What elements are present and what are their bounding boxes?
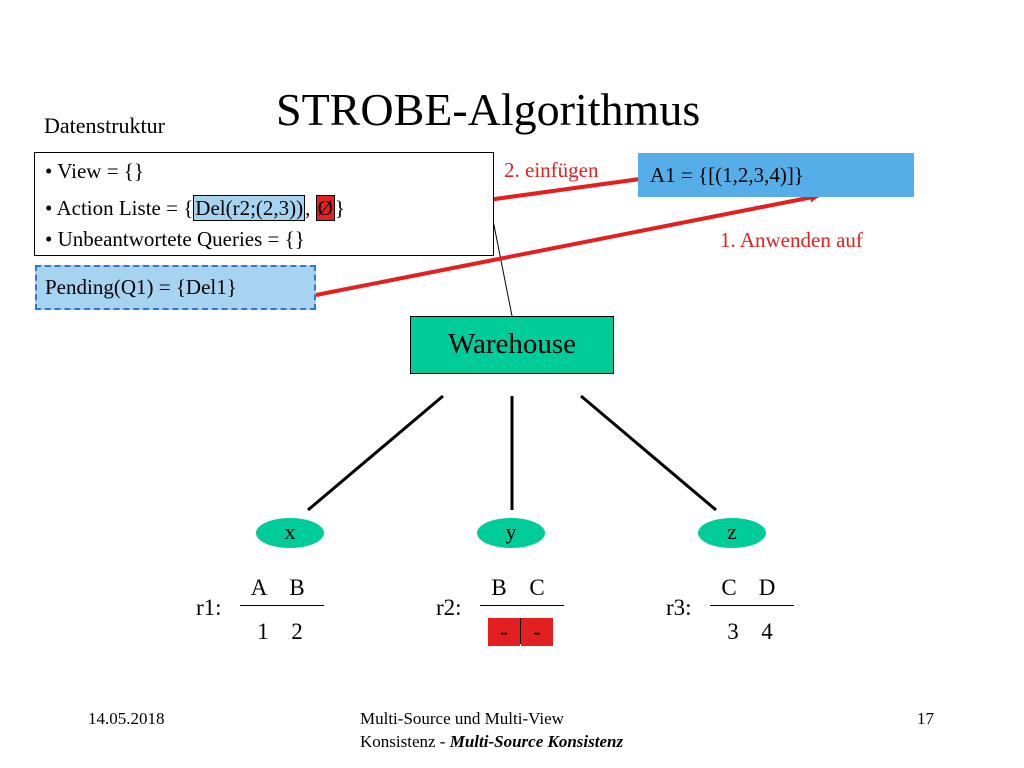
relation-r2-header-b: B — [491, 575, 507, 600]
action-list-line: • Action Liste = {Del(r2;(2,3)), Ø} — [45, 195, 345, 221]
relation-r3-rule — [710, 605, 794, 606]
bullet-icon: • — [45, 159, 53, 183]
unanswered-queries-line: • Unbeantwortete Queries = {} — [45, 226, 305, 252]
source-node-y: y — [477, 518, 545, 548]
footer-title-line1: Multi-Source und Multi-View — [360, 709, 564, 728]
view-line: • View = {} — [45, 158, 144, 184]
step1-label: 1. Anwenden auf — [720, 228, 863, 252]
pending-box: Pending(Q1) = {Del1} — [35, 265, 316, 310]
relation-r2-value-b: - — [488, 618, 520, 646]
relation-r3-header-c: C — [721, 575, 737, 600]
footer-title-line2: Konsistenz - Multi-Source Konsistenz — [360, 731, 623, 753]
unanswered-text: Unbeantwortete Queries = {} — [57, 227, 305, 251]
footer-page-number: 17 — [917, 709, 934, 728]
relation-r1-header-a: A — [250, 575, 268, 600]
relation-r3-value-d: 4 — [761, 619, 773, 644]
warehouse-node: Warehouse — [410, 316, 614, 374]
relation-r2-header-c: C — [529, 575, 545, 600]
footer-date: 14.05.2018 — [88, 709, 165, 728]
relation-r1-rule — [240, 605, 324, 606]
datenstruktur-label: Datenstruktur — [44, 113, 165, 138]
source-node-x: x — [256, 518, 324, 548]
relation-r3-name: r3: — [666, 595, 692, 620]
relation-r2-name: r2: — [436, 595, 462, 620]
edge-warehouse-x — [307, 394, 444, 512]
relation-r1-name: r1: — [196, 595, 222, 620]
bullet-icon: • — [45, 227, 53, 251]
relation-r1-value-b: 2 — [291, 619, 303, 644]
action-del-highlight: Del(r2;(2,3)) — [193, 195, 306, 221]
source-node-z: z — [698, 518, 766, 548]
data-structure-box: • View = {} • Action Liste = {Del(r2;(2,… — [34, 152, 494, 256]
arrow-anwenden — [315, 192, 820, 297]
action-suffix: } — [334, 196, 345, 220]
bullet-icon: • — [45, 196, 53, 220]
view-text: View = {} — [57, 159, 144, 183]
relation-r3-value-c: 3 — [727, 619, 739, 644]
page-title: STROBE-Algorithmus — [276, 84, 701, 135]
relation-r3-header-d: D — [758, 575, 776, 600]
a1-box: A1 = {[(1,2,3,4)]} — [638, 153, 914, 197]
relation-r2-cell-separator — [520, 618, 521, 644]
action-comma: , — [305, 196, 316, 220]
relation-r2-rule — [480, 605, 564, 606]
relation-r1-value-a: 1 — [257, 619, 269, 644]
action-empty-highlight: Ø — [315, 195, 335, 221]
footer-title-bold: Multi-Source Konsistenz — [449, 732, 624, 751]
action-prefix: Action Liste = { — [56, 196, 194, 220]
footer-title-plain: Konsistenz - — [360, 732, 450, 751]
relation-r2-value-c: - — [521, 618, 553, 646]
edge-warehouse-z — [580, 394, 717, 512]
relation-r1-header-b: B — [289, 575, 305, 600]
step2-label: 2. einfügen — [504, 158, 599, 182]
